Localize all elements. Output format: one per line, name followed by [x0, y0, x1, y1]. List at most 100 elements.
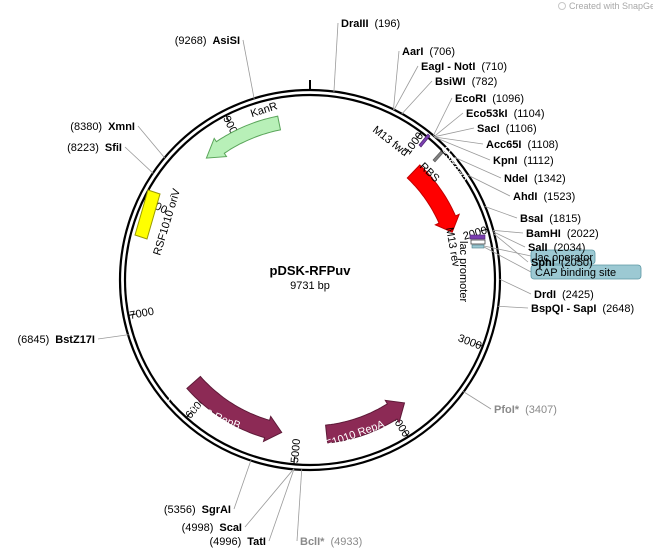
site-position: (6845): [17, 334, 49, 346]
restriction-site-label: NdeI (1342): [504, 173, 566, 185]
restriction-site-label: (5356) SgrAI: [164, 504, 231, 516]
plasmid-size: 9731 bp: [290, 280, 330, 292]
tick-mark: [225, 114, 230, 123]
rsf-repa-arrow: [325, 399, 406, 444]
lac-op-marker: [471, 244, 485, 249]
lac-promoter-label: lac promoter: [457, 241, 469, 302]
kanr-arrow: [205, 115, 282, 159]
site-position: (706): [429, 46, 455, 58]
restriction-site-label: Acc65I (1108): [486, 139, 558, 151]
site-leader: [242, 39, 255, 99]
site-position: (4998): [182, 522, 214, 534]
site-leader: [393, 50, 400, 110]
site-name: NdeI: [504, 173, 528, 185]
restriction-site-label: SalI(2034): [528, 242, 585, 254]
restriction-site-label: DrdI(2425): [534, 289, 594, 301]
backbone: [118, 80, 502, 472]
site-name: DrdI: [534, 289, 556, 301]
site-name: SacI: [477, 123, 500, 135]
dsred2-label: DsRed2: [439, 144, 468, 185]
site-leader: [434, 136, 491, 161]
site-leader: [484, 206, 518, 219]
site-position: (8380): [70, 121, 102, 133]
cap-site-label: CAP binding site: [535, 267, 616, 279]
site-name: EcoRI: [455, 93, 486, 105]
site-leader: [393, 65, 419, 111]
site-position: (1108): [527, 139, 558, 151]
site-name: TatI: [247, 536, 266, 548]
site-leader: [124, 146, 154, 174]
restriction-site-label: BsaI (1815): [520, 213, 581, 225]
restriction-site-label: BamHI (2022): [526, 228, 599, 240]
site-position: (1104): [514, 108, 545, 120]
site-name: EagI - NotI: [421, 61, 475, 73]
restriction-site-label: (8380)XmnI: [70, 121, 135, 133]
restriction-site-label: KpnI(1112): [493, 155, 554, 167]
site-name: AarI: [402, 46, 423, 58]
site-position: (1815): [549, 213, 581, 225]
site-leader: [401, 80, 433, 115]
tick-mark: [403, 430, 409, 438]
site-name: BstZ17I: [55, 334, 95, 346]
site-leaders: [97, 22, 532, 542]
site-position: (1523): [543, 191, 575, 203]
site-leader: [268, 468, 295, 542]
restriction-site-label: (4998)ScaI: [182, 522, 242, 534]
feature-boxes: lac operator CAP binding site: [483, 245, 642, 280]
site-position: (9268): [175, 35, 207, 47]
site-leader: [497, 305, 529, 309]
kanr-feature: KanR: [205, 100, 282, 159]
plasmid-name: pDSK-RFPuv: [270, 263, 352, 278]
site-leader: [499, 278, 532, 295]
site-name: BclI*: [300, 536, 325, 548]
snapgene-logo-icon: [558, 2, 566, 10]
site-leader: [493, 231, 526, 248]
tick-mark: [185, 411, 192, 419]
site-leader: [454, 156, 502, 179]
site-name: DraIII: [341, 18, 369, 30]
rsf-repb-feature: RSF1010 RepB: [166, 375, 283, 443]
restriction-site-label: EagI - NotI(710): [421, 61, 507, 73]
lac-promoter-feature: lac promoter: [457, 239, 486, 302]
restriction-site-label: SphI (2050): [531, 257, 593, 269]
site-position: (1096): [492, 93, 524, 105]
site-position: (8223): [67, 142, 99, 154]
site-leader: [432, 97, 453, 137]
site-name: SgrAI: [202, 504, 231, 516]
site-position: (2022): [567, 228, 599, 240]
restriction-site-label: AarI (706): [402, 46, 455, 58]
site-position: (782): [472, 76, 498, 88]
site-name: Acc65I: [486, 139, 521, 151]
m13-fwd-label: M13 fwd: [370, 124, 410, 159]
site-leader: [434, 136, 484, 145]
site-leader: [433, 112, 464, 137]
site-name: BsaI: [520, 213, 543, 225]
site-name: Eco53kI: [466, 108, 508, 120]
site-leader: [493, 233, 529, 263]
backbone-inner: [123, 93, 497, 467]
tick-mark: [127, 313, 136, 316]
site-position: (1342): [534, 173, 566, 185]
site-leader: [97, 334, 129, 340]
restriction-site-label: BspQI - SapI(2648): [531, 303, 634, 315]
restriction-sites: DraIII(196)AarI(706)EagI - NotI(710)BsiW…: [17, 18, 634, 548]
site-name: SfiI: [105, 142, 122, 154]
site-leader: [467, 174, 511, 197]
restriction-site-label: EcoRI (1096): [455, 93, 524, 105]
site-name: BamHI: [526, 228, 561, 240]
site-position: (196): [375, 18, 401, 30]
site-position: (2648): [602, 303, 634, 315]
restriction-site-label: (8223) SfiI: [67, 142, 122, 154]
tick-mark: [293, 456, 296, 465]
restriction-site-label: PfoI*(3407): [494, 404, 557, 416]
site-position: (2050): [561, 257, 593, 269]
plasmid-title: pDSK-RFPuv 9731 bp: [270, 263, 352, 292]
cap-site-box: [530, 264, 642, 280]
restriction-site-label: AhdI(1523): [513, 191, 575, 203]
site-name: SphI: [531, 257, 555, 269]
site-name: SalI: [528, 242, 548, 254]
restriction-site-label: SacI(1106): [477, 123, 537, 135]
site-position: (5356): [164, 504, 196, 516]
